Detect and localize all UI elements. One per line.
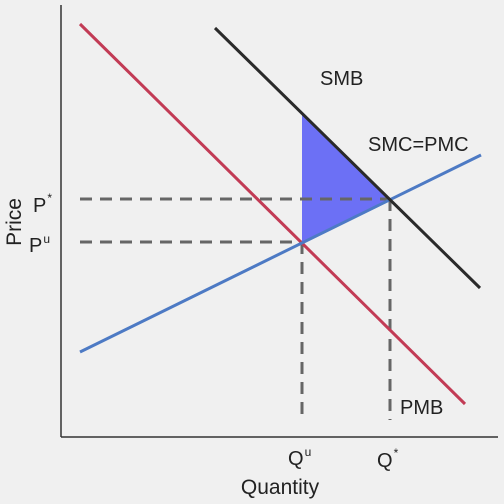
smb-label: SMB bbox=[320, 68, 363, 90]
y-axis-title: Price bbox=[3, 198, 26, 246]
pmb-curve bbox=[78, 22, 467, 406]
p-star-label: P* bbox=[33, 191, 52, 217]
smc-pmc-curve bbox=[79, 153, 482, 354]
smc-pmc-label: SMC=PMC bbox=[368, 134, 469, 156]
deadweight-loss-triangle bbox=[302, 115, 390, 242]
pmb-label: PMB bbox=[400, 397, 443, 419]
q-u-label: Qu bbox=[288, 445, 311, 470]
p-u-label: Pu bbox=[29, 232, 50, 257]
smb-curve bbox=[213, 26, 482, 290]
x-axis-title: Quantity bbox=[241, 476, 320, 499]
q-star-label: Q* bbox=[377, 446, 399, 472]
